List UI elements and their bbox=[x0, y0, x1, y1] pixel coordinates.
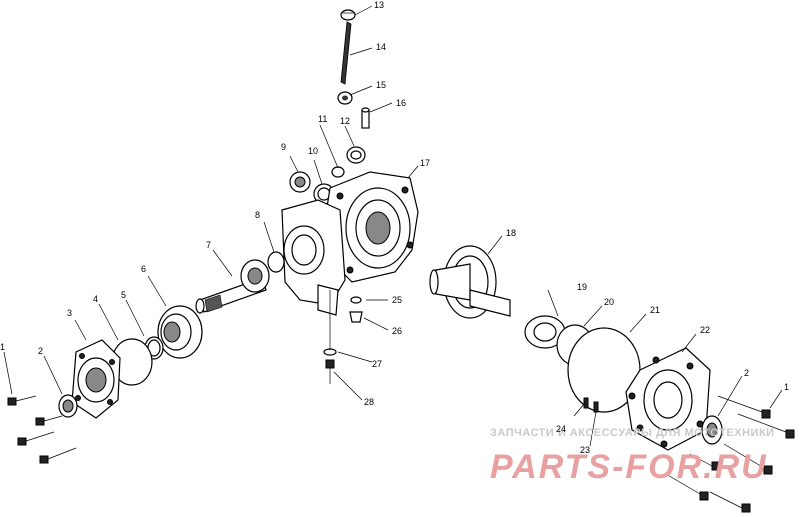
callout-7: 7 bbox=[206, 240, 211, 250]
watermark-tagline: ЗАПЧАСТИ И АКСЕССУАРЫ ДЛЯ МОТОТЕХНИКИ bbox=[490, 427, 775, 439]
callout-28: 28 bbox=[364, 397, 374, 407]
callout-labels: 13 14 15 16 11 12 9 10 17 8 7 18 6 3 4 5… bbox=[0, 0, 789, 455]
callout-6: 6 bbox=[141, 264, 146, 274]
callout-14: 14 bbox=[376, 42, 386, 52]
seal-12 bbox=[346, 146, 366, 164]
callout-5: 5 bbox=[121, 290, 126, 300]
gearcase-cover-22 bbox=[625, 347, 711, 451]
bolts-1-left bbox=[7, 395, 77, 464]
pinion-shaft-7 bbox=[195, 259, 270, 314]
callout-4: 4 bbox=[93, 294, 98, 304]
washer-25 bbox=[350, 296, 362, 304]
callout-25: 25 bbox=[392, 295, 402, 305]
callout-10: 10 bbox=[308, 146, 318, 156]
callout-15: 15 bbox=[376, 80, 386, 90]
vent-clamp-13 bbox=[340, 9, 356, 21]
vent-fitting-16 bbox=[361, 107, 370, 129]
o-ring-11 bbox=[331, 166, 345, 178]
callout-13: 13 bbox=[374, 0, 384, 10]
callout-2-right: 2 bbox=[744, 368, 749, 378]
plug-26 bbox=[349, 311, 363, 323]
hose-clamp-15 bbox=[337, 91, 353, 105]
callout-11: 11 bbox=[318, 114, 327, 124]
callout-2-left: 2 bbox=[38, 346, 43, 356]
callout-27: 27 bbox=[372, 359, 382, 369]
callout-21: 21 bbox=[650, 305, 660, 315]
callout-1-right: 1 bbox=[784, 382, 789, 392]
callout-23: 23 bbox=[580, 445, 590, 455]
callout-3: 3 bbox=[67, 308, 72, 318]
callout-18: 18 bbox=[506, 228, 516, 238]
bolt-28 bbox=[325, 359, 335, 384]
callout-24: 24 bbox=[556, 424, 566, 434]
bearing-6 bbox=[157, 305, 203, 359]
callout-22: 22 bbox=[700, 325, 710, 335]
watermark: ЗАПЧАСТИ И АКСЕССУАРЫ ДЛЯ МОТОТЕХНИКИ PA… bbox=[490, 427, 775, 486]
watermark-brand: PARTS-FOR.RU bbox=[490, 448, 768, 486]
callout-8: 8 bbox=[255, 210, 260, 220]
seal-2-left bbox=[58, 394, 78, 418]
callout-20: 20 bbox=[604, 297, 614, 307]
housing-block-8 bbox=[267, 199, 346, 316]
callout-26: 26 bbox=[392, 326, 402, 336]
callout-19: 19 bbox=[577, 282, 587, 292]
callout-16: 16 bbox=[396, 98, 406, 108]
callout-12: 12 bbox=[340, 116, 350, 126]
leader-lines bbox=[3, 5, 783, 447]
seal-9 bbox=[289, 171, 311, 193]
bearing-cover-3 bbox=[71, 339, 121, 419]
vent-hose-14 bbox=[340, 21, 352, 85]
callout-1-left: 1 bbox=[0, 342, 5, 352]
bolts-1-right bbox=[665, 395, 795, 513]
seal-2-right bbox=[701, 415, 723, 445]
callout-17: 17 bbox=[420, 158, 430, 168]
ring-gear-18 bbox=[429, 245, 511, 319]
callout-9: 9 bbox=[281, 142, 286, 152]
